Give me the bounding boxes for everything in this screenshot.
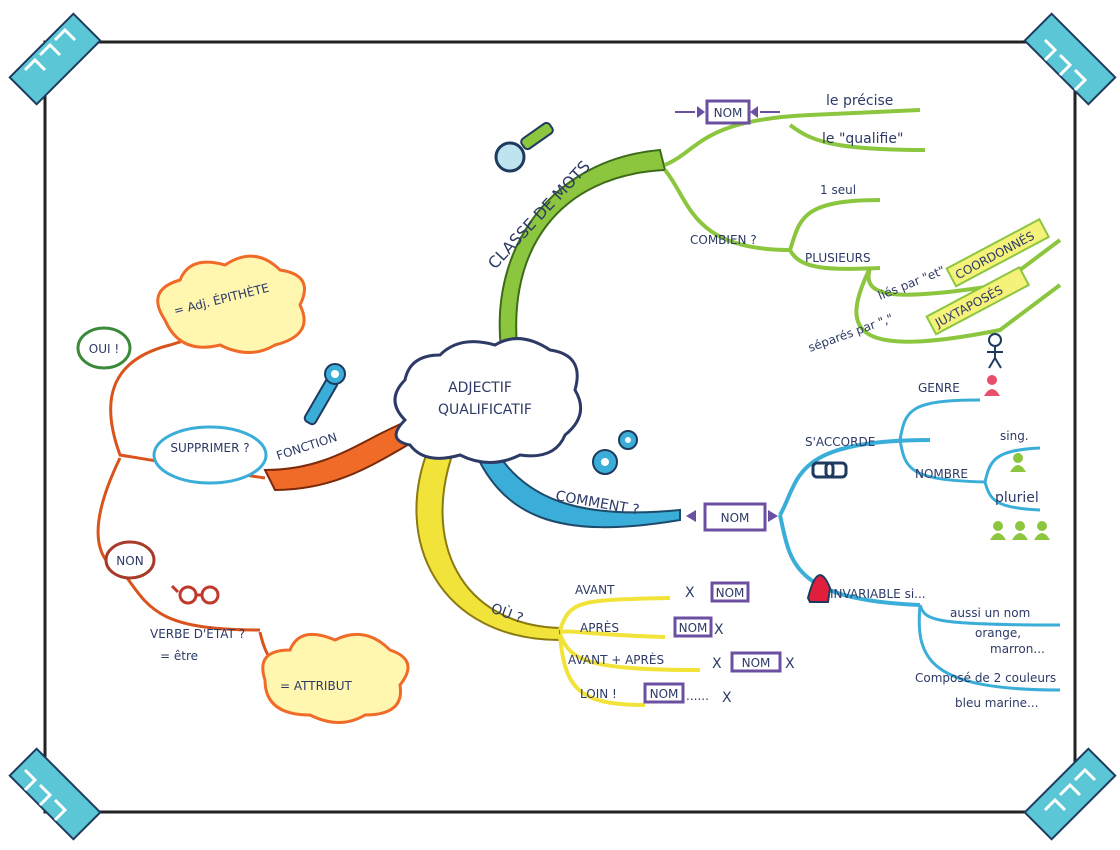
- svg-text:NOM: NOM: [714, 106, 743, 120]
- svg-text:NOM: NOM: [679, 621, 708, 635]
- tape-top-right: [1023, 12, 1117, 106]
- cross-avant: X: [685, 585, 695, 601]
- cross-avant-apres-2: X: [785, 656, 795, 672]
- text-bleu-marine: bleu marine...: [955, 696, 1039, 710]
- text-1-seul: 1 seul: [820, 183, 856, 197]
- branch-comment: [468, 439, 681, 529]
- center-line-1: ADJECTIF: [448, 380, 512, 396]
- svg-text:NOM: NOM: [716, 586, 745, 600]
- blue-sub-invariable: [778, 514, 921, 607]
- text-plusieurs: PLUSIEURS: [805, 251, 871, 265]
- nom-box-loin: NOM: [643, 682, 685, 704]
- text-verbe-etat: VERBE D'ÉTAT ?: [150, 626, 245, 641]
- green-sub-1seul: [788, 198, 881, 251]
- text-loin: LOIN !: [580, 687, 617, 701]
- red-shape-icon: [806, 574, 832, 603]
- branch-fonction: [263, 418, 422, 492]
- text-dots: ......: [686, 689, 709, 703]
- center-line-2: QUALIFICATIF: [438, 402, 532, 418]
- text-pluriel: pluriel: [995, 490, 1039, 506]
- text-etre: = être: [160, 649, 198, 663]
- cross-loin: X: [722, 690, 732, 706]
- yellow-sub-apres: [559, 629, 666, 639]
- glasses-icon: [170, 584, 220, 605]
- text-genre: GENRE: [918, 381, 960, 395]
- text-orange: orange,: [975, 626, 1021, 640]
- oui-bubble: OUI !: [76, 326, 132, 370]
- cross-apres: X: [714, 622, 724, 638]
- center-cloud: ADJECTIF QUALIFICATIF: [393, 337, 583, 464]
- blue-sub-pluriel: [983, 481, 1041, 512]
- person-icon: [987, 333, 1003, 369]
- text-combien: COMBIEN ?: [690, 233, 757, 247]
- green-sub-juxtaposes: [854, 267, 1062, 344]
- blue-sub-nombre: [898, 439, 986, 484]
- yellow-sub-avant-apres: [558, 633, 701, 672]
- text-avant: AVANT: [575, 583, 615, 597]
- blue-sub-aussi-nom: [918, 604, 1061, 627]
- svg-text:NOM: NOM: [742, 656, 771, 670]
- nom-box-comment: NOM: [686, 502, 778, 532]
- text-invariable: INVARIABLE si...: [830, 587, 926, 601]
- nom-box-apres: NOM: [673, 616, 713, 638]
- svg-text:SUPPRIMER ?: SUPPRIMER ?: [170, 441, 249, 455]
- blue-sub-genre: [898, 398, 981, 441]
- supprimer-bubble: SUPPRIMER ?: [152, 425, 268, 485]
- nom-box-avant: NOM: [710, 581, 750, 603]
- epithete-cloud: = Adj. ÉPITHÈTE: [156, 254, 306, 354]
- text-qualifie: le "qualifie": [822, 131, 903, 147]
- text-apres: APRÈS: [580, 620, 619, 635]
- nom-box-avant-apres: NOM: [730, 651, 782, 673]
- cross-avant-apres-1: X: [712, 656, 722, 672]
- chain-icon: [811, 461, 848, 479]
- tape-bottom-left: [8, 747, 102, 841]
- blue-sub-sing: [983, 446, 1041, 483]
- green-sub-combien: [663, 168, 791, 252]
- green-sub-nom: [664, 108, 921, 167]
- green-person-icon: [1010, 453, 1026, 472]
- magnifier-icon: [494, 121, 554, 173]
- gears-icon: [592, 430, 638, 475]
- nom-box-classe: NOM: [675, 99, 780, 125]
- text-marron: marron...: [990, 642, 1045, 656]
- green-sub-qualifie: [788, 123, 926, 152]
- non-bubble: NON: [104, 540, 156, 580]
- text-precise: le précise: [826, 93, 893, 109]
- svg-text:NOM: NOM: [650, 687, 679, 701]
- text-nombre: NOMBRE: [915, 467, 968, 481]
- tape-top-left: [8, 12, 102, 106]
- wrench-icon: [303, 363, 346, 426]
- text-aussi-nom: aussi un nom: [950, 606, 1030, 620]
- blue-sub-compose: [917, 604, 1061, 692]
- svg-text:NON: NON: [116, 554, 143, 568]
- yellow-sub-loin: [558, 635, 646, 707]
- red-person-icon: [984, 375, 1000, 396]
- text-sing: sing.: [1000, 429, 1029, 443]
- blue-sub-accorde: [778, 438, 931, 516]
- yellow-sub-avant: [558, 596, 671, 631]
- text-avant-apres: AVANT + APRÈS: [568, 652, 664, 667]
- attribut-cloud: = ATTRIBUT: [261, 632, 410, 724]
- green-sub-plusieurs: [788, 248, 881, 271]
- svg-text:OUI !: OUI !: [89, 342, 119, 356]
- text-compose: Composé de 2 couleurs: [915, 671, 1056, 685]
- svg-text:NOM: NOM: [721, 511, 750, 525]
- green-people-icon: [990, 521, 1050, 540]
- svg-text:= ATTRIBUT: = ATTRIBUT: [280, 679, 352, 693]
- tape-bottom-right: [1023, 747, 1117, 841]
- text-accorde: S'ACCORDE: [805, 435, 875, 449]
